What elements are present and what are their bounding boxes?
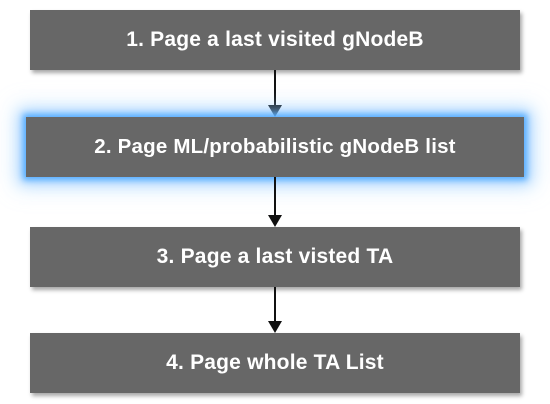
arrow-shaft bbox=[274, 70, 276, 106]
step-4-box: 4. Page whole TA List bbox=[30, 333, 520, 393]
step-4-label: 4. Page whole TA List bbox=[166, 351, 384, 374]
arrow-down-icon bbox=[268, 287, 282, 333]
arrow-shaft bbox=[274, 287, 276, 322]
step-1-box: 1. Page a last visited gNodeB bbox=[30, 10, 520, 70]
arrow-head bbox=[268, 105, 282, 117]
step-1-label: 1. Page a last visited gNodeB bbox=[126, 28, 424, 51]
arrow-shaft bbox=[274, 177, 276, 216]
arrow-down-icon bbox=[268, 70, 282, 117]
step-2-box-highlighted: 2. Page ML/probabilistic gNodeB list bbox=[26, 117, 524, 177]
step-3-label: 3. Page a last visted TA bbox=[156, 245, 394, 268]
step-3-box: 3. Page a last visted TA bbox=[30, 227, 520, 287]
step-2-label: 2. Page ML/probabilistic gNodeB list bbox=[94, 135, 456, 158]
arrow-down-icon bbox=[268, 177, 282, 227]
arrow-head bbox=[268, 215, 282, 227]
arrow-head bbox=[268, 321, 282, 333]
